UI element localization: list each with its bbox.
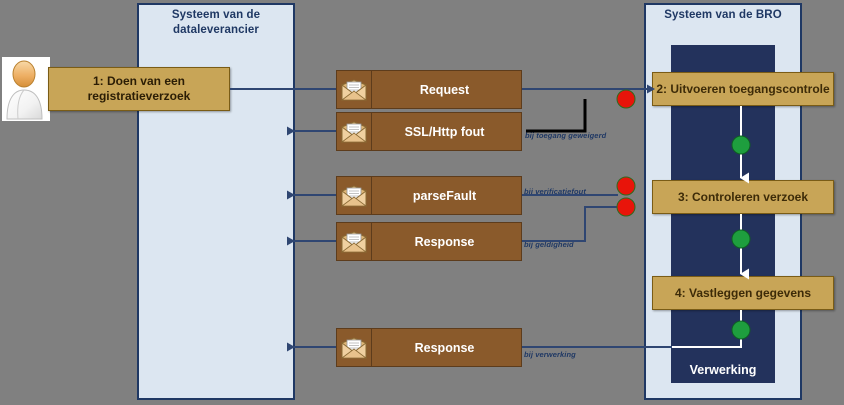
lane-bro-title-line1: Systeem van de BRO xyxy=(664,9,782,21)
step-2-label: 2: Uitvoeren toegangscontrole xyxy=(656,82,830,96)
step-4-vastleggen-gegevens[interactable]: 4: Vastleggen gegevens xyxy=(652,276,834,310)
message-ssl-http-fout-label: SSL/Http fout xyxy=(404,124,485,139)
status-marker-red-geldigheid xyxy=(616,197,636,217)
condition-geldigheid: bij geldigheid xyxy=(524,240,574,249)
envelope-icon-glyph xyxy=(341,336,367,358)
wire-toegang-geweigerd-branch xyxy=(526,99,587,133)
step-3-label: 3: Controleren verzoek xyxy=(677,190,809,204)
message-ssl-http-fout[interactable]: SSL/Http fout xyxy=(336,112,522,151)
message-request-top[interactable]: Request xyxy=(336,70,522,109)
lane-dataleverancier-title: Systeem van de dataleverancier xyxy=(137,8,295,38)
envelope-icon xyxy=(337,113,372,150)
step-1-doen-registratieverzoek[interactable]: 1: Doen van een registratieverzoek xyxy=(48,67,230,111)
envelope-icon-glyph xyxy=(341,120,367,142)
step-4-label: 4: Vastleggen gegevens xyxy=(674,286,812,300)
message-response-mid[interactable]: Response xyxy=(336,222,522,261)
envelope-icon xyxy=(337,177,372,214)
message-parsefault-label: parseFault xyxy=(412,188,477,203)
person-icon xyxy=(6,60,43,120)
step-2-uitvoeren-toegangscontrole[interactable]: 2: Uitvoeren toegangscontrole xyxy=(652,72,834,106)
step-1-line1: 1: Doen van een xyxy=(92,74,185,88)
processing-label: Verwerking xyxy=(689,363,757,377)
envelope-icon-glyph xyxy=(341,78,367,100)
status-marker-red-toegang xyxy=(616,89,636,109)
step-3-controleren-verzoek[interactable]: 3: Controleren verzoek xyxy=(652,180,834,214)
message-request-top-label: Request xyxy=(419,82,470,97)
message-response-mid-label: Response xyxy=(414,234,475,249)
lane-dataleverancier xyxy=(137,3,295,400)
envelope-icon-glyph xyxy=(341,184,367,206)
lane-title-line2: dataleverancier xyxy=(173,24,259,36)
envelope-icon xyxy=(337,329,372,366)
envelope-icon xyxy=(337,71,372,108)
status-marker-red-verificatie xyxy=(616,176,636,196)
step-1-line2: registratieverzoek xyxy=(87,89,191,103)
condition-verwerking: bij verwerking xyxy=(524,350,576,359)
message-response-bottom[interactable]: Response xyxy=(336,328,522,367)
condition-toegang-geweigerd: bij toegang geweigerd xyxy=(525,131,607,140)
wire-step3-to-response-mid xyxy=(522,206,618,242)
actor-tile xyxy=(2,57,50,121)
message-response-bottom-label: Response xyxy=(414,340,475,355)
envelope-icon-glyph xyxy=(341,230,367,252)
lane-title-line1: Systeem van de xyxy=(171,9,261,21)
envelope-icon xyxy=(337,223,372,260)
message-parsefault[interactable]: parseFault xyxy=(336,176,522,215)
lane-bro-title: Systeem van de BRO xyxy=(644,8,802,23)
condition-verificatiefout: bij verificatiefout xyxy=(524,187,586,196)
